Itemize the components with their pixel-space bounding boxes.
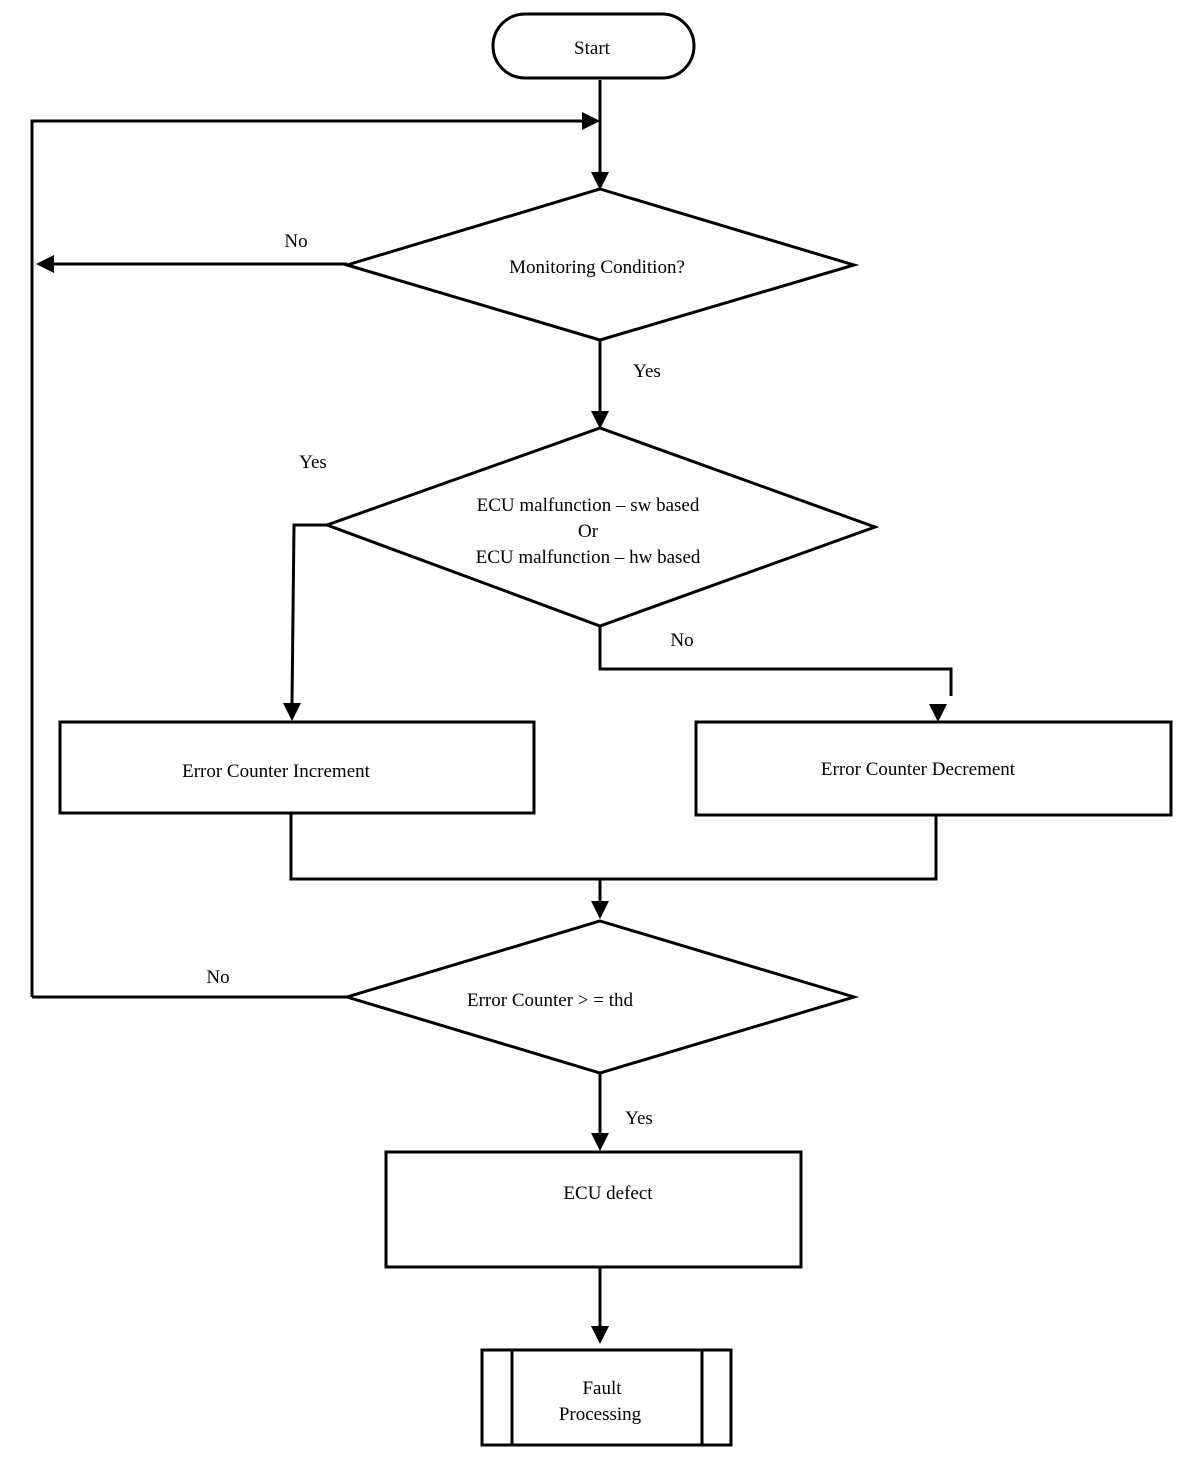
malfunction-decision: ECU malfunction – sw based Or ECU malfun… xyxy=(322,426,880,628)
malfunction-no-label: No xyxy=(670,630,693,651)
start-label: Start xyxy=(574,38,611,59)
start-terminator-shape xyxy=(491,12,696,80)
fault-label-line-1: Fault xyxy=(582,1378,622,1399)
fault-processing-subroutine: Fault Processing xyxy=(480,1348,733,1447)
threshold-decision: Error Counter > = thd xyxy=(341,919,860,1075)
connector-merge xyxy=(289,813,938,881)
increment-label: Error Counter Increment xyxy=(182,761,371,782)
arrowhead-fault-in xyxy=(591,1326,609,1344)
loop-back-connector xyxy=(30,119,582,997)
monitoring-decision-label: Monitoring Condition? xyxy=(509,257,685,278)
arrowhead-increment-in xyxy=(283,703,301,721)
connector-malfunction-no xyxy=(598,626,953,696)
malfunction-label-line-1: ECU malfunction – sw based xyxy=(477,495,700,516)
malfunction-decision-shape xyxy=(322,426,880,628)
defect-label: ECU defect xyxy=(563,1183,653,1204)
fault-processing-shape xyxy=(480,1348,733,1447)
arrowhead-malfunction-in xyxy=(591,411,609,429)
threshold-no-label: No xyxy=(206,967,229,988)
malfunction-label-line-2: Or xyxy=(578,521,599,542)
defect-process-shape xyxy=(384,1150,803,1269)
arrowhead-defect-in xyxy=(591,1133,609,1151)
monitoring-no-label: No xyxy=(284,231,307,252)
start-node: Start xyxy=(491,12,696,80)
decrement-label: Error Counter Decrement xyxy=(821,759,1016,780)
fault-label-line-2: Processing xyxy=(559,1404,642,1425)
arrowhead-loop-back xyxy=(582,112,600,130)
connector-malfunction-yes xyxy=(290,523,327,704)
decrement-process: Error Counter Decrement xyxy=(694,720,1173,817)
threshold-yes-label: Yes xyxy=(625,1108,653,1129)
decrement-process-shape xyxy=(694,720,1173,817)
malfunction-yes-label: Yes xyxy=(299,452,327,473)
monitoring-yes-label: Yes xyxy=(633,361,661,382)
arrowhead-decrement-in xyxy=(929,704,947,722)
defect-process: ECU defect xyxy=(384,1150,803,1269)
increment-process: Error Counter Increment xyxy=(58,720,536,815)
arrowhead-monitoring-no xyxy=(36,255,54,273)
increment-process-shape xyxy=(58,720,536,815)
threshold-label: Error Counter > = thd xyxy=(467,990,634,1011)
arrowhead-monitoring-in xyxy=(591,172,609,190)
monitoring-decision: Monitoring Condition? xyxy=(341,187,860,342)
arrowhead-threshold-in xyxy=(591,901,609,919)
malfunction-label-line-3: ECU malfunction – hw based xyxy=(476,547,701,568)
